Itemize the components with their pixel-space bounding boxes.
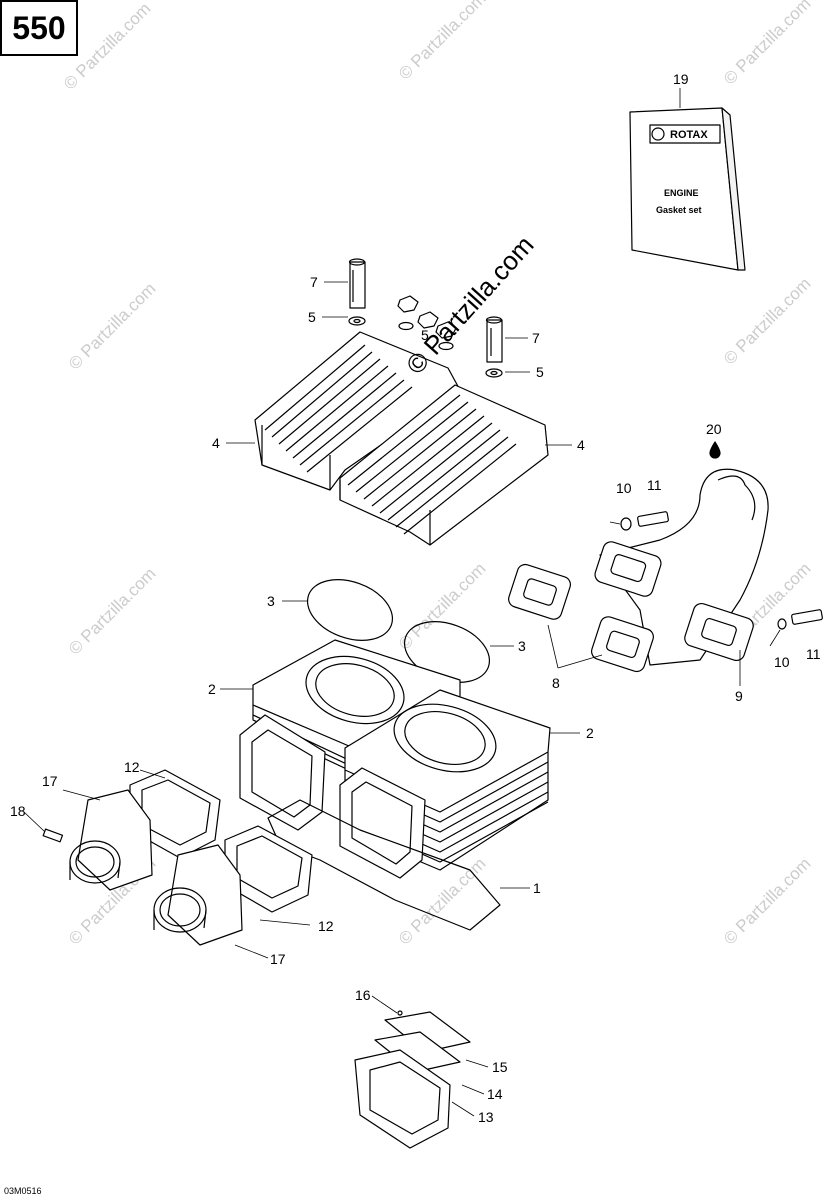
model-number-box: 550 (0, 0, 78, 56)
callout-17: 17 (42, 773, 58, 789)
leader-lines (23, 88, 781, 1117)
manual-brand: ROTAX (670, 129, 708, 141)
callout-13: 13 (478, 1109, 494, 1125)
washer (348, 316, 366, 326)
exhaust-gasket-upper (508, 563, 571, 620)
exhaust-manifold (594, 468, 769, 666)
callout-20: 20 (706, 421, 722, 437)
spacer-left (348, 258, 366, 309)
callout-9: 9 (735, 688, 743, 704)
cylinder-head-right (339, 384, 549, 546)
callout-10: 10 (774, 654, 790, 670)
gasket-set-manual (629, 107, 746, 271)
washer (353, 318, 361, 324)
callout-15: 15 (492, 1059, 508, 1075)
callout-5: 5 (308, 309, 316, 325)
nuts-cluster (397, 295, 457, 351)
drawing-code: 03M0516 (4, 1186, 42, 1196)
callout-18: 18 (10, 803, 26, 819)
model-number: 550 (12, 9, 66, 46)
callout-1: 1 (533, 880, 541, 896)
oil-drop-icon (709, 441, 721, 459)
callout-12: 12 (124, 759, 140, 775)
reed-block-assembly (354, 1010, 471, 1149)
callout-17: 17 (270, 951, 286, 967)
callout-10: 10 (616, 480, 632, 496)
callout-2: 2 (586, 725, 594, 741)
bolt-upper (620, 511, 669, 531)
head-gasket-left (306, 579, 394, 641)
exhaust-gasket-lower (591, 616, 654, 673)
reed-valve-right (224, 825, 313, 913)
callout-5: 5 (421, 327, 429, 343)
callout-4: 4 (577, 437, 585, 453)
intake-flange-left (69, 789, 153, 891)
spacer-right (485, 316, 503, 363)
intake-port-left (239, 714, 326, 831)
washer (490, 370, 498, 376)
callout-3: 3 (518, 638, 526, 654)
intake-flange-right (153, 844, 243, 946)
manual-line2: Gasket set (656, 205, 702, 215)
callout-2: 2 (208, 681, 216, 697)
callout-7: 7 (310, 274, 318, 290)
callout-7: 7 (532, 330, 540, 346)
bolt-lower (777, 609, 823, 630)
callout-11: 11 (806, 646, 821, 662)
callout-11: 11 (647, 477, 662, 493)
manual-line1: ENGINE (664, 188, 699, 198)
callout-4: 4 (212, 435, 220, 451)
callout-12: 12 (318, 918, 334, 934)
callout-5: 5 (536, 364, 544, 380)
washer (485, 368, 503, 378)
intake-port-right (339, 767, 426, 879)
callout-3: 3 (267, 593, 275, 609)
callout-14: 14 (487, 1086, 503, 1102)
callout-8: 8 (552, 675, 560, 691)
callout-16: 16 (355, 987, 371, 1003)
callout-19: 19 (673, 71, 689, 87)
bolt-18 (42, 828, 64, 843)
